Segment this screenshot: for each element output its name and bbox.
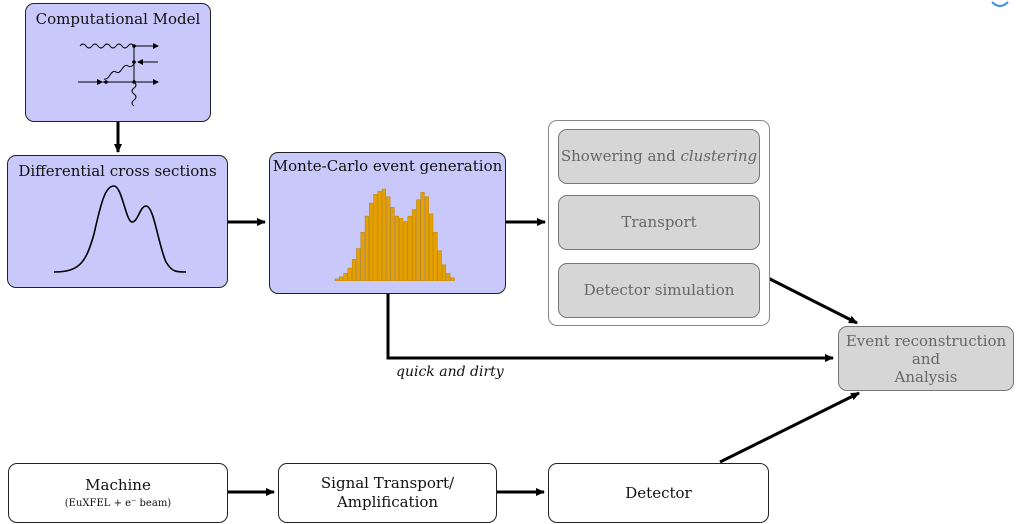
mc-generation-title: Monte-Carlo event generation: [272, 157, 503, 175]
feynman-diagram-icon: [78, 43, 159, 107]
histogram-bar: [373, 194, 378, 281]
detector-box: Detector: [548, 463, 769, 523]
signal-transport-line1: Signal Transport/: [320, 474, 455, 492]
histogram-bar: [339, 276, 344, 281]
event-reco-line2: and: [911, 349, 941, 368]
histogram-bar: [446, 273, 451, 281]
histogram-bar: [360, 232, 365, 281]
transport-label: Transport: [621, 213, 697, 231]
computational-model-title: Computational Model: [35, 10, 201, 28]
event-reco-line1: Event reconstruction: [845, 331, 1007, 350]
histogram-bar: [433, 232, 438, 281]
histogram-bar: [411, 209, 417, 281]
histogram-bar: [450, 277, 455, 281]
machine-title: Machine: [85, 475, 151, 494]
event-reco-line3: Analysis: [894, 367, 958, 386]
histogram-bar: [381, 188, 387, 281]
detector-simulation-label: Detector simulation: [583, 281, 735, 299]
double-peak-curve: [53, 185, 187, 273]
histogram-bar: [429, 213, 434, 281]
detector-simulation-box: Detector simulation: [558, 263, 760, 318]
histogram-bar: [394, 215, 399, 281]
mc-histogram: [334, 188, 455, 281]
histogram-bar: [441, 264, 447, 281]
histogram-bar: [347, 267, 352, 281]
arrow-quick-and-dirty: [386, 294, 834, 362]
cross-sections-box: Differential cross sections: [7, 155, 228, 288]
histogram-bar: [390, 207, 395, 281]
histogram-bar: [364, 215, 369, 281]
arrow-detector-to-reco: [719, 391, 860, 464]
histogram-bar: [356, 248, 361, 281]
transport-box: Transport: [558, 195, 760, 250]
signal-transport-box: Signal Transport/ Amplification: [278, 463, 497, 523]
histogram-bar: [377, 190, 382, 281]
showering-label: Showering and clustering: [560, 147, 758, 165]
histogram-bar: [403, 221, 408, 281]
arrow-sim-to-reco: [767, 276, 858, 325]
histogram-bar: [343, 273, 348, 281]
histogram-bar: [424, 196, 429, 281]
event-reconstruction-box: Event reconstruction and Analysis: [838, 326, 1014, 391]
showering-box: Showering and clustering: [558, 129, 760, 184]
histogram-bar: [399, 218, 404, 281]
histogram-bar: [351, 259, 357, 281]
mc-generation-box: Monte-Carlo event generation: [269, 152, 506, 294]
quick-and-dirty-label: quick and dirty: [396, 364, 504, 380]
corner-mark-icon: [991, 1, 1009, 7]
machine-box: Machine (EuXFEL + e⁻ beam): [8, 463, 228, 523]
machine-subtitle: (EuXFEL + e⁻ beam): [64, 497, 172, 509]
histogram-bar: [369, 202, 374, 281]
signal-transport-line2: Amplification: [336, 493, 439, 511]
histogram-bar: [420, 192, 425, 281]
histogram-bar: [437, 250, 442, 281]
histogram-bar: [334, 278, 339, 281]
histogram-bar: [407, 215, 412, 281]
simulation-stack-container: Showering and clustering Transport Detec…: [548, 120, 770, 326]
cross-sections-title: Differential cross sections: [18, 162, 217, 180]
histogram-bar: [416, 199, 421, 281]
computational-model-box: Computational Model: [25, 3, 211, 122]
detector-label: Detector: [625, 483, 692, 502]
histogram-bar: [386, 196, 391, 281]
